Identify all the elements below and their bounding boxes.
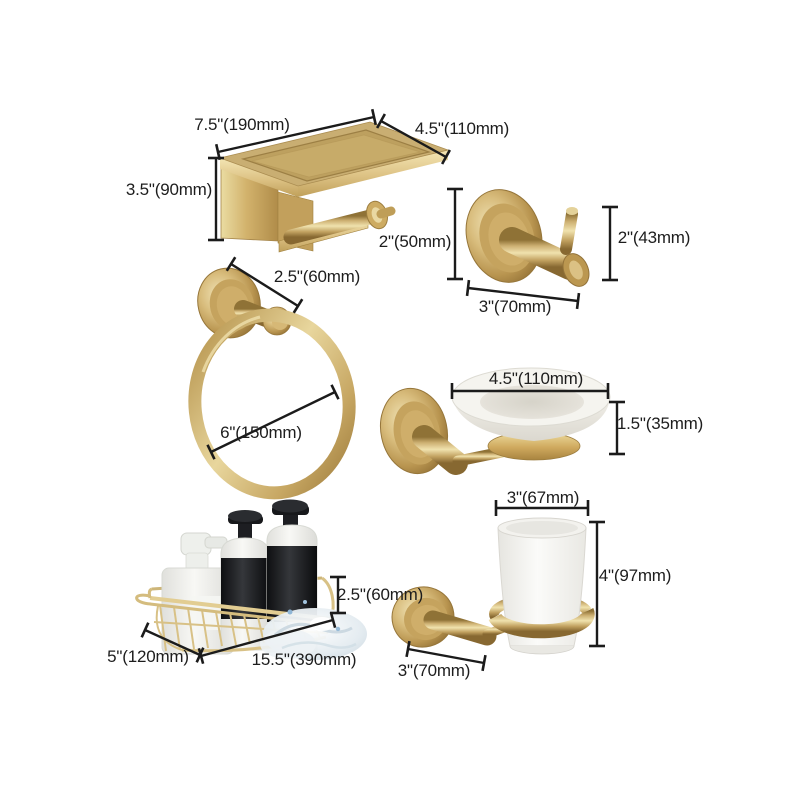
label-basket-width: 15.5"(390mm) <box>251 650 357 670</box>
label-paper-holder-height: 3.5"(90mm) <box>125 180 213 200</box>
label-basket-height: 2.5"(60mm) <box>336 585 424 605</box>
label-cup-height: 4"(97mm) <box>598 566 672 586</box>
cup-holder-illustration <box>391 517 595 655</box>
dim-line-towel-ring-diameter <box>206 384 340 460</box>
basket-handle <box>135 593 152 606</box>
dimension-lines <box>140 108 625 672</box>
towel-ring-hoop <box>188 308 356 500</box>
shower-basket-illustration <box>135 499 367 660</box>
dim-line-cup-base-width <box>405 640 487 672</box>
paper-roller-bar <box>283 208 382 245</box>
dim-line-paper-holder-width <box>214 108 378 161</box>
dim-line-paper-holder-depth <box>375 113 452 165</box>
towel-ring-illustration <box>188 267 356 500</box>
label-towel-ring-depth: 2.5"(60mm) <box>273 267 361 287</box>
robe-hook-illustration <box>465 189 590 287</box>
dim-line-towel-ring-depth <box>225 256 304 314</box>
dim-line-basket-depth <box>140 622 205 663</box>
label-soap-dish-height: 1.5"(35mm) <box>616 414 704 434</box>
label-paper-holder-depth: 4.5"(110mm) <box>414 119 510 139</box>
label-towel-ring-diameter: 6"(150mm) <box>220 423 302 443</box>
label-robe-hook-width: 3"(70mm) <box>478 297 552 317</box>
label-basket-depth: 5"(120mm) <box>107 647 189 667</box>
label-cup-base-width: 3"(70mm) <box>397 661 471 681</box>
dim-line-basket-width <box>197 611 337 665</box>
label-paper-holder-width: 7.5"(190mm) <box>194 115 290 135</box>
label-robe-hook-total-height: 2"(50mm) <box>378 232 452 252</box>
label-robe-hook-height: 2"(43mm) <box>617 228 691 248</box>
cup-holder-ring <box>488 608 595 639</box>
robe-hook-pin <box>560 208 578 255</box>
robe-hook-arm <box>499 227 583 280</box>
dim-line-robe-hook-width <box>465 279 581 310</box>
label-soap-dish-diameter: 4.5"(110mm) <box>488 369 584 389</box>
label-cup-diameter: 3"(67mm) <box>506 488 580 508</box>
cup-holder-arm <box>423 610 497 646</box>
soap-dish-arm <box>412 425 468 475</box>
